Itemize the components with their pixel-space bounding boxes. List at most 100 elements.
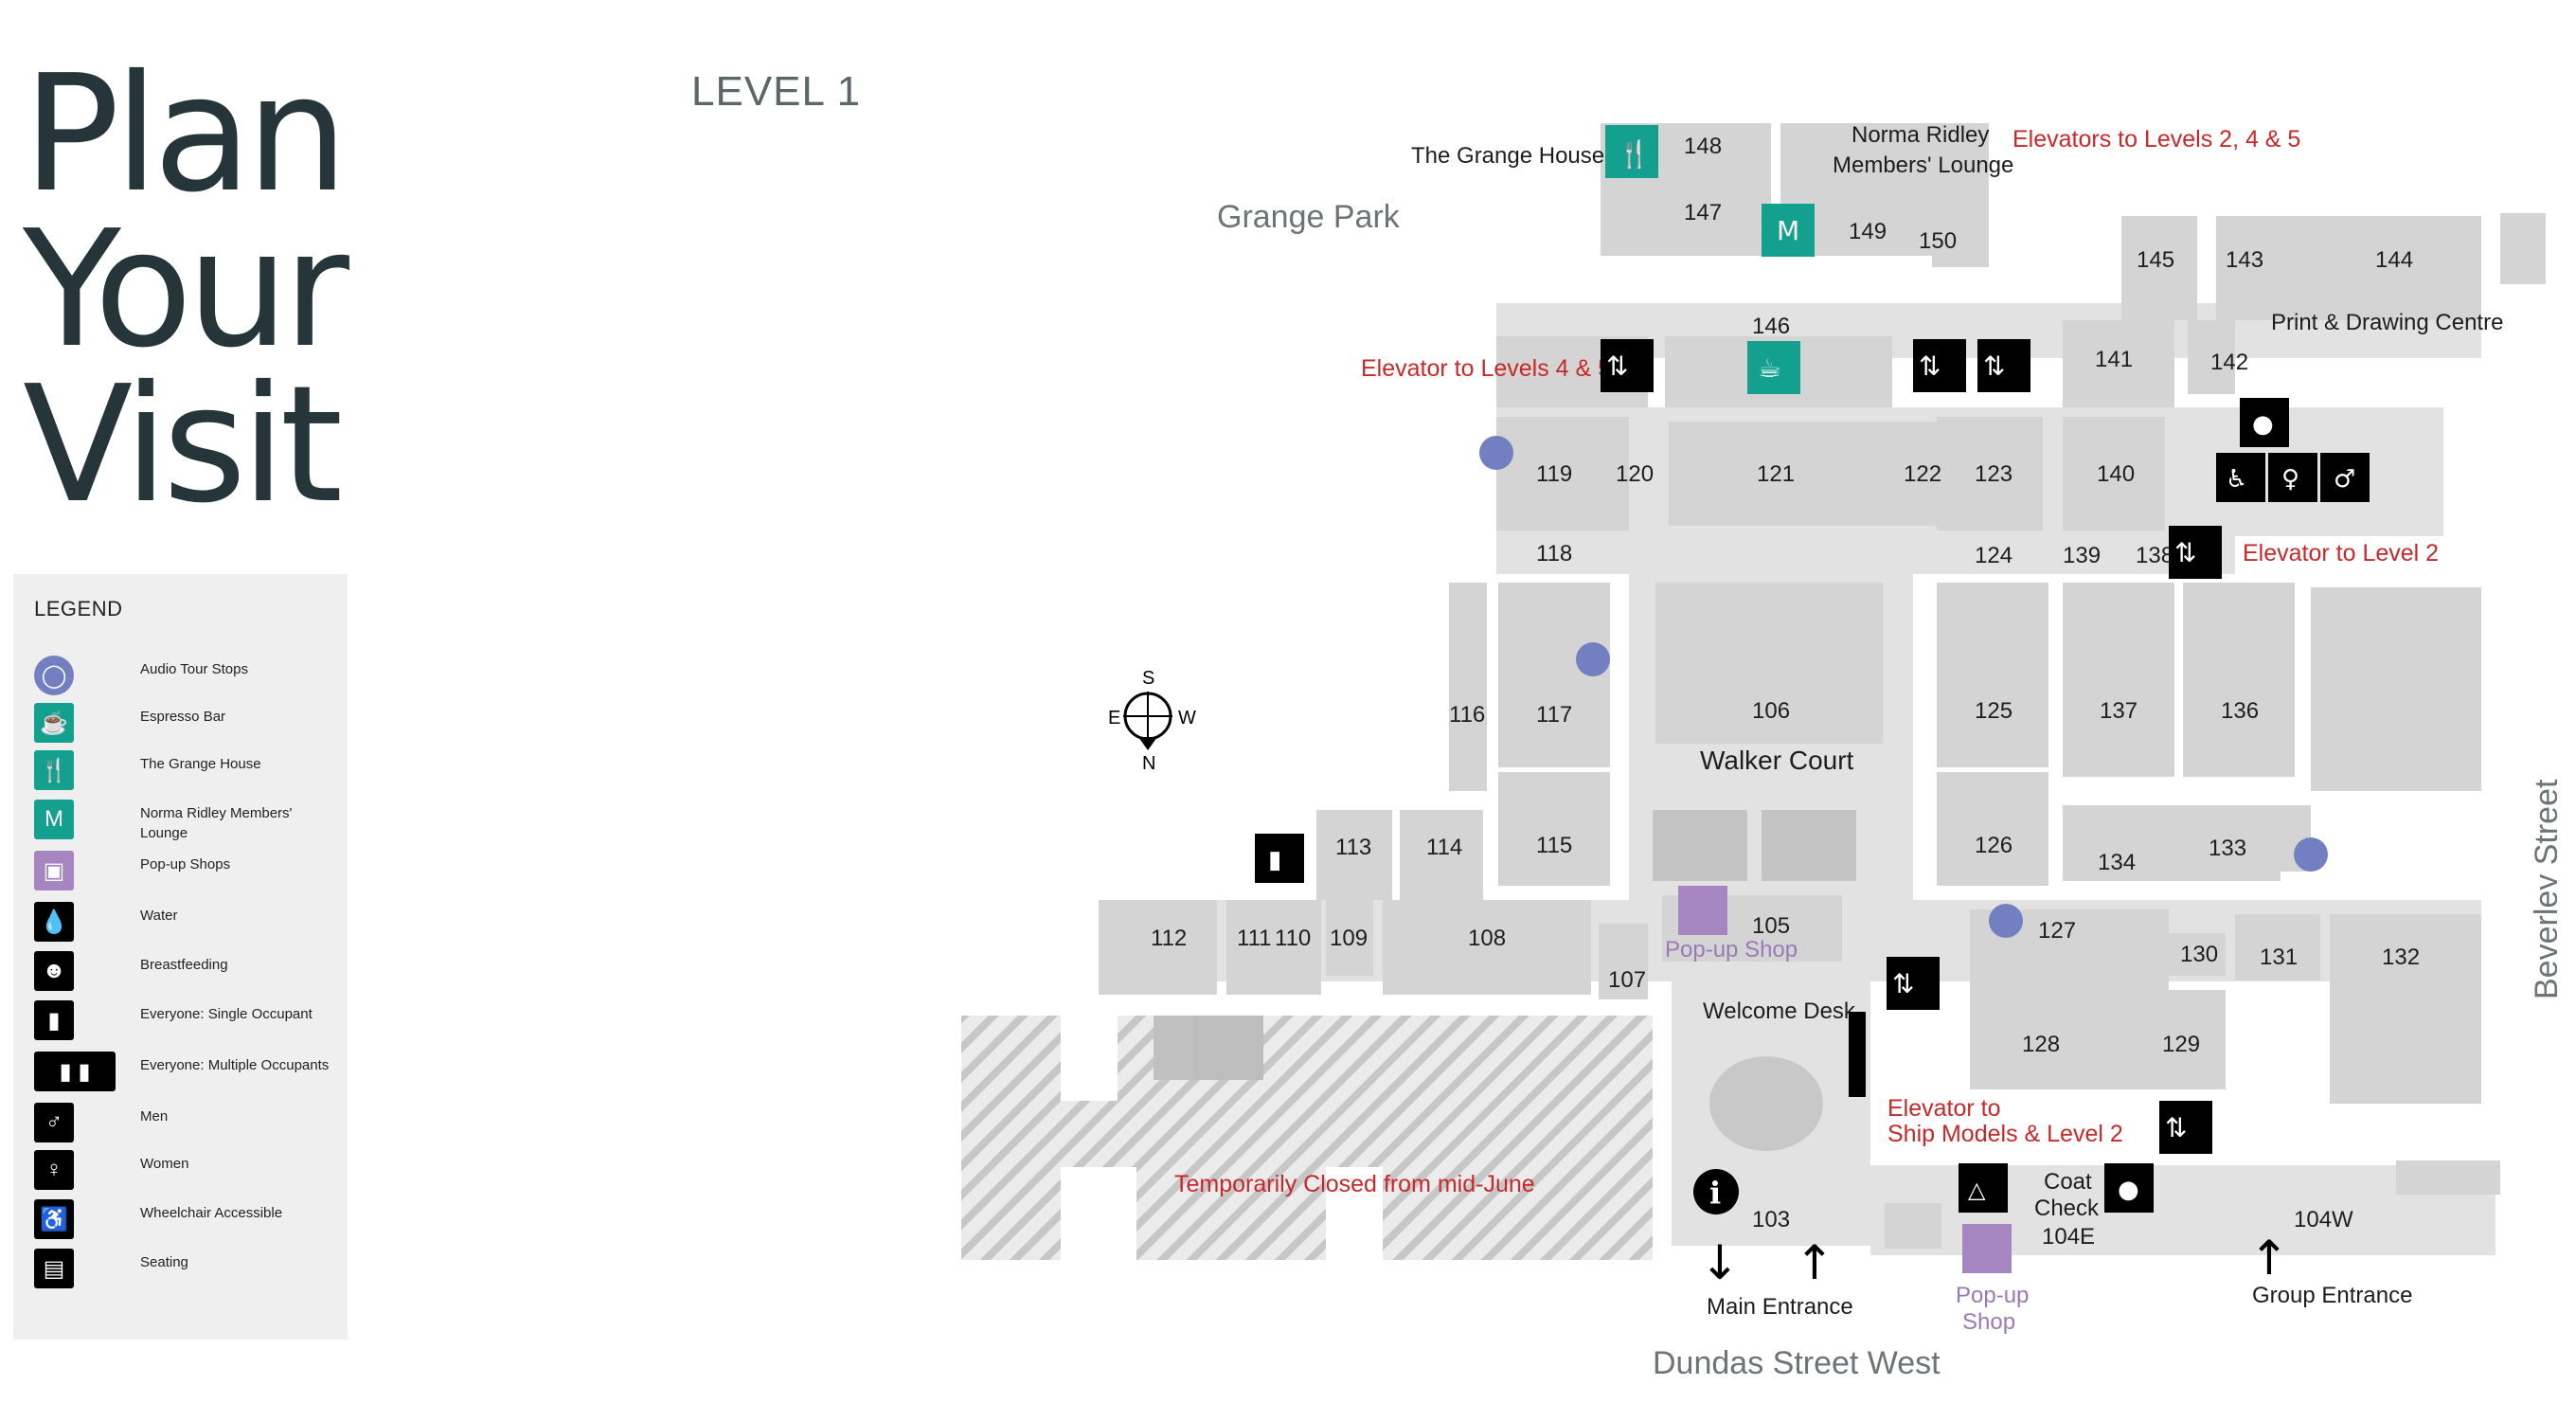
- room-148: 148: [1684, 134, 1722, 159]
- svg-text:⇅: ⇅: [1892, 968, 1914, 999]
- floor-map: Grange Park Dundas Street West Beverley …: [961, 122, 2557, 1381]
- map-icons: 🍴 M ☕ ⇅ ⇅ ⇅ ⇅ ⇅ ⇅ ● ♿ ♀ ♂ ▮ △ ●: [1255, 125, 2370, 1290]
- svg-text:⇅: ⇅: [1606, 351, 1628, 382]
- elevator-icon: [2169, 526, 2222, 579]
- walker-court-stairs: [1193, 810, 1856, 1151]
- headphones-icon: [2294, 837, 2328, 872]
- headphones-icon: ◯: [34, 656, 74, 695]
- room-129: 129: [2162, 1032, 2200, 1057]
- main-entrance-label: Main Entrance: [1707, 1294, 1853, 1320]
- svg-text:▮: ▮: [1268, 846, 1281, 874]
- room-138: 138: [2136, 543, 2174, 568]
- coat-label: Coat: [2044, 1169, 2092, 1195]
- room-134: 134: [2098, 850, 2136, 875]
- compass-w: W: [1178, 708, 1196, 728]
- gift-icon: [1962, 1224, 2012, 1273]
- room-125: 125: [1975, 698, 2012, 724]
- room-103: 103: [1752, 1207, 1790, 1232]
- grange-park-label: Grange Park: [1217, 199, 1401, 235]
- elevator-2-note: Elevator to Level 2: [2243, 540, 2439, 567]
- legend-item-women: ♀Women: [34, 1150, 347, 1194]
- legend-item-men: ♂Men: [34, 1103, 347, 1146]
- room-120: 120: [1616, 461, 1654, 487]
- room-104e: 104E: [2042, 1224, 2095, 1250]
- shop-label: Shop: [1962, 1309, 2015, 1335]
- room-110: 110: [1275, 926, 1311, 951]
- room-105: 105: [1752, 913, 1790, 939]
- svg-text:🍴: 🍴: [1618, 138, 1651, 170]
- members-m-icon: M: [34, 800, 74, 839]
- welcome-desk-counter: [1849, 1012, 1866, 1097]
- room-119: 119: [1536, 461, 1572, 487]
- wheelchair-icon: ♿: [34, 1199, 74, 1239]
- arrow-up-icon: ↑: [1795, 1235, 1834, 1290]
- dundas-street-label: Dundas Street West: [1653, 1345, 1941, 1381]
- room-145: 145: [2137, 247, 2174, 273]
- legend-item-espresso: ☕Espresso Bar: [34, 703, 347, 746]
- room-146: 146: [1752, 314, 1790, 339]
- water-drop-icon: [2104, 1163, 2154, 1213]
- room-140: 140: [2097, 461, 2135, 487]
- room-144: 144: [2375, 247, 2413, 273]
- room-116: 116: [1449, 702, 1485, 728]
- headphones-icon: [1989, 904, 2023, 938]
- elevator-icon: [1601, 339, 1654, 392]
- water-drop-icon: 💧: [34, 902, 74, 942]
- popup-label: Pop-up: [1956, 1283, 2029, 1308]
- room-126: 126: [1975, 833, 2012, 858]
- room-117: 117: [1536, 702, 1572, 728]
- svg-text:M: M: [1777, 215, 1799, 246]
- fork-knife-icon: 🍴: [34, 750, 74, 790]
- room-149: 149: [1849, 219, 1887, 244]
- legend-panel: LEGEND ◯Audio Tour Stops ☕Espresso Bar 🍴…: [13, 574, 348, 1340]
- room-109: 109: [1330, 926, 1368, 951]
- room-114: 114: [1426, 835, 1462, 860]
- man-icon: [2320, 453, 2370, 502]
- elevator-ship-note-1: Elevator to: [1887, 1095, 2001, 1122]
- toilets-icon: ▮ ▮: [34, 1052, 116, 1091]
- room-132: 132: [2382, 944, 2420, 970]
- room-133: 133: [2209, 836, 2246, 861]
- room-107: 107: [1608, 967, 1646, 993]
- arrow-up-icon: ↑: [2249, 1231, 2289, 1286]
- closed-note: Temporarily Closed from mid-June: [1174, 1171, 1535, 1197]
- title-line-visit: Visit: [23, 351, 343, 539]
- room-139: 139: [2063, 543, 2101, 568]
- room-147: 147: [1684, 200, 1722, 225]
- print-drawing-label: Print & Drawing Centre: [2271, 310, 2503, 335]
- elevator-45-note: Elevator to Levels 4 & 5: [1361, 355, 1611, 382]
- breastfeeding-icon: ☻: [34, 951, 74, 991]
- legend-item-multiple: ▮ ▮Everyone: Multiple Occupants: [34, 1052, 347, 1095]
- elevator-ship-note-2: Ship Models & Level 2: [1887, 1121, 2123, 1147]
- legend-item-water: 💧Water: [34, 902, 347, 945]
- room-121: 121: [1757, 461, 1795, 487]
- compass-s: S: [1142, 668, 1154, 689]
- coffee-cup-icon: [1747, 341, 1800, 394]
- grange-house-label: The Grange House: [1411, 143, 1604, 169]
- wheelchair-icon: [2216, 453, 2265, 502]
- svg-text:⇅: ⇅: [1919, 351, 1941, 382]
- woman-icon: ♀: [34, 1150, 74, 1190]
- svg-text:●: ●: [2118, 1176, 2139, 1204]
- legend-item-breastfeeding: ☻Breastfeeding: [34, 951, 347, 995]
- headphones-icon: [1479, 436, 1513, 470]
- gift-icon: [1678, 886, 1727, 935]
- room-113: 113: [1335, 835, 1371, 860]
- welcome-desk-label: Welcome Desk: [1703, 998, 1856, 1024]
- legend-item-seating: ▤Seating: [34, 1249, 347, 1292]
- svg-text:⇅: ⇅: [1983, 351, 2005, 382]
- group-entrance-label: Group Entrance: [2252, 1283, 2412, 1308]
- room-141: 141: [2095, 347, 2133, 372]
- svg-text:⇅: ⇅: [2165, 1112, 2187, 1143]
- legend-title: LEGEND: [34, 597, 123, 621]
- room-123: 123: [1975, 461, 2012, 487]
- room-111: 111: [1237, 926, 1271, 951]
- room-124: 124: [1975, 543, 2012, 568]
- arrow-down-icon: ↓: [1700, 1235, 1740, 1290]
- room-118: 118: [1536, 541, 1572, 567]
- elevator-icon: [1977, 339, 2030, 392]
- compass-n: N: [1142, 753, 1155, 774]
- room-137: 137: [2100, 698, 2138, 724]
- room-122: 122: [1904, 461, 1941, 487]
- legend-item-single: ▮Everyone: Single Occupant: [34, 1000, 347, 1044]
